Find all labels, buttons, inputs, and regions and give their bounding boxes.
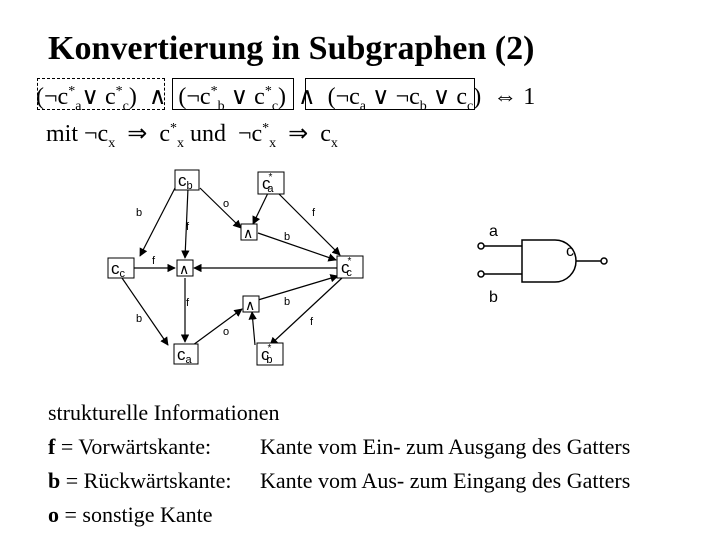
edge-label-b: b bbox=[136, 313, 142, 325]
node-cc-star-box bbox=[336, 255, 364, 279]
edge-label-f: f bbox=[186, 221, 190, 233]
gate-label-c: c bbox=[566, 243, 574, 260]
edge-ca-to-and3 bbox=[192, 308, 243, 346]
edge-and1-to-cc-star bbox=[257, 232, 337, 262]
clause-box-dashed bbox=[37, 78, 165, 110]
gate-label-b: b bbox=[489, 289, 498, 306]
edge-label-o: o bbox=[223, 198, 229, 210]
and-gate-body bbox=[521, 239, 577, 283]
edge-cb-star-to-and3 bbox=[248, 311, 257, 346]
and-symbol-2: ∧ bbox=[179, 261, 189, 277]
legend: strukturelle Informationen f = Vorwärtsk… bbox=[48, 396, 630, 532]
node-cc-star-label: c*c bbox=[341, 256, 352, 279]
edge-label-f: f bbox=[186, 297, 190, 309]
edge-cc-star-to-cb-star bbox=[269, 277, 343, 346]
legend-b-key: b bbox=[48, 468, 61, 493]
legend-b-desc: Kante vom Aus- zum Eingang des Gatters bbox=[260, 468, 631, 493]
node-cb-star-box bbox=[256, 342, 284, 366]
edge-label-o: o bbox=[223, 326, 229, 338]
legend-f-key: f bbox=[48, 434, 56, 459]
node-cc-box bbox=[107, 257, 135, 279]
edge-label-b: b bbox=[284, 231, 290, 243]
legend-b-def: = Rückwärtskante: bbox=[60, 468, 232, 493]
edge-cc-to-ca bbox=[121, 277, 169, 346]
and-gate bbox=[477, 239, 608, 283]
and-node-2 bbox=[176, 259, 194, 277]
edge-ca-star-to-and1 bbox=[252, 192, 269, 225]
and-symbol-3: ∧ bbox=[245, 297, 255, 313]
formula-line-1: (¬c*a∨ c*c) ∧ (¬c*b ∨ c*c) ∧ (¬ca ∨ ¬cb … bbox=[36, 84, 536, 114]
legend-f-desc: Kante vom Ein- zum Ausgang des Gatters bbox=[260, 434, 631, 459]
clause-box-1 bbox=[172, 78, 294, 110]
edge-label-f: f bbox=[312, 207, 316, 219]
edge-cb-to-and2 bbox=[181, 187, 190, 259]
and-node-3 bbox=[242, 295, 260, 313]
gate-input-a-terminal bbox=[477, 242, 485, 250]
legend-o-def: = sonstige Kante bbox=[59, 502, 213, 527]
edge-cb-to-cc bbox=[139, 187, 176, 257]
node-cb-star-label: c*b bbox=[261, 343, 273, 366]
and-node-1 bbox=[240, 223, 258, 241]
node-ca-star-box bbox=[257, 171, 285, 195]
legend-o-key: o bbox=[48, 502, 59, 527]
gate-label-a: a bbox=[489, 223, 498, 240]
edge-and3-to-cc-star bbox=[257, 274, 339, 301]
gate-input-b-terminal bbox=[477, 270, 485, 278]
formula-line-2: mit ¬cx ⇒ c*x und ¬c*x ⇒ cx bbox=[46, 121, 338, 151]
legend-f-def: = Vorwärtskante: bbox=[55, 434, 212, 459]
slide-title: Konvertierung in Subgraphen (2) bbox=[48, 30, 535, 67]
edge-label-b: b bbox=[284, 296, 290, 308]
and-symbol-1: ∧ bbox=[243, 225, 253, 241]
edge-label-f: f bbox=[152, 255, 156, 267]
gate-output-terminal bbox=[600, 257, 608, 265]
node-ca-box bbox=[173, 343, 199, 365]
edge-label-b: b bbox=[136, 207, 142, 219]
edge-cb-to-and1 bbox=[199, 187, 242, 229]
edge-label-f: f bbox=[310, 316, 314, 328]
legend-heading: strukturelle Informationen bbox=[48, 400, 280, 425]
clause-box-2 bbox=[305, 78, 475, 110]
node-cb-box bbox=[174, 169, 200, 191]
edge-ca-star-to-cc-star bbox=[277, 192, 341, 256]
node-ca-star-label: c*a bbox=[262, 172, 274, 195]
